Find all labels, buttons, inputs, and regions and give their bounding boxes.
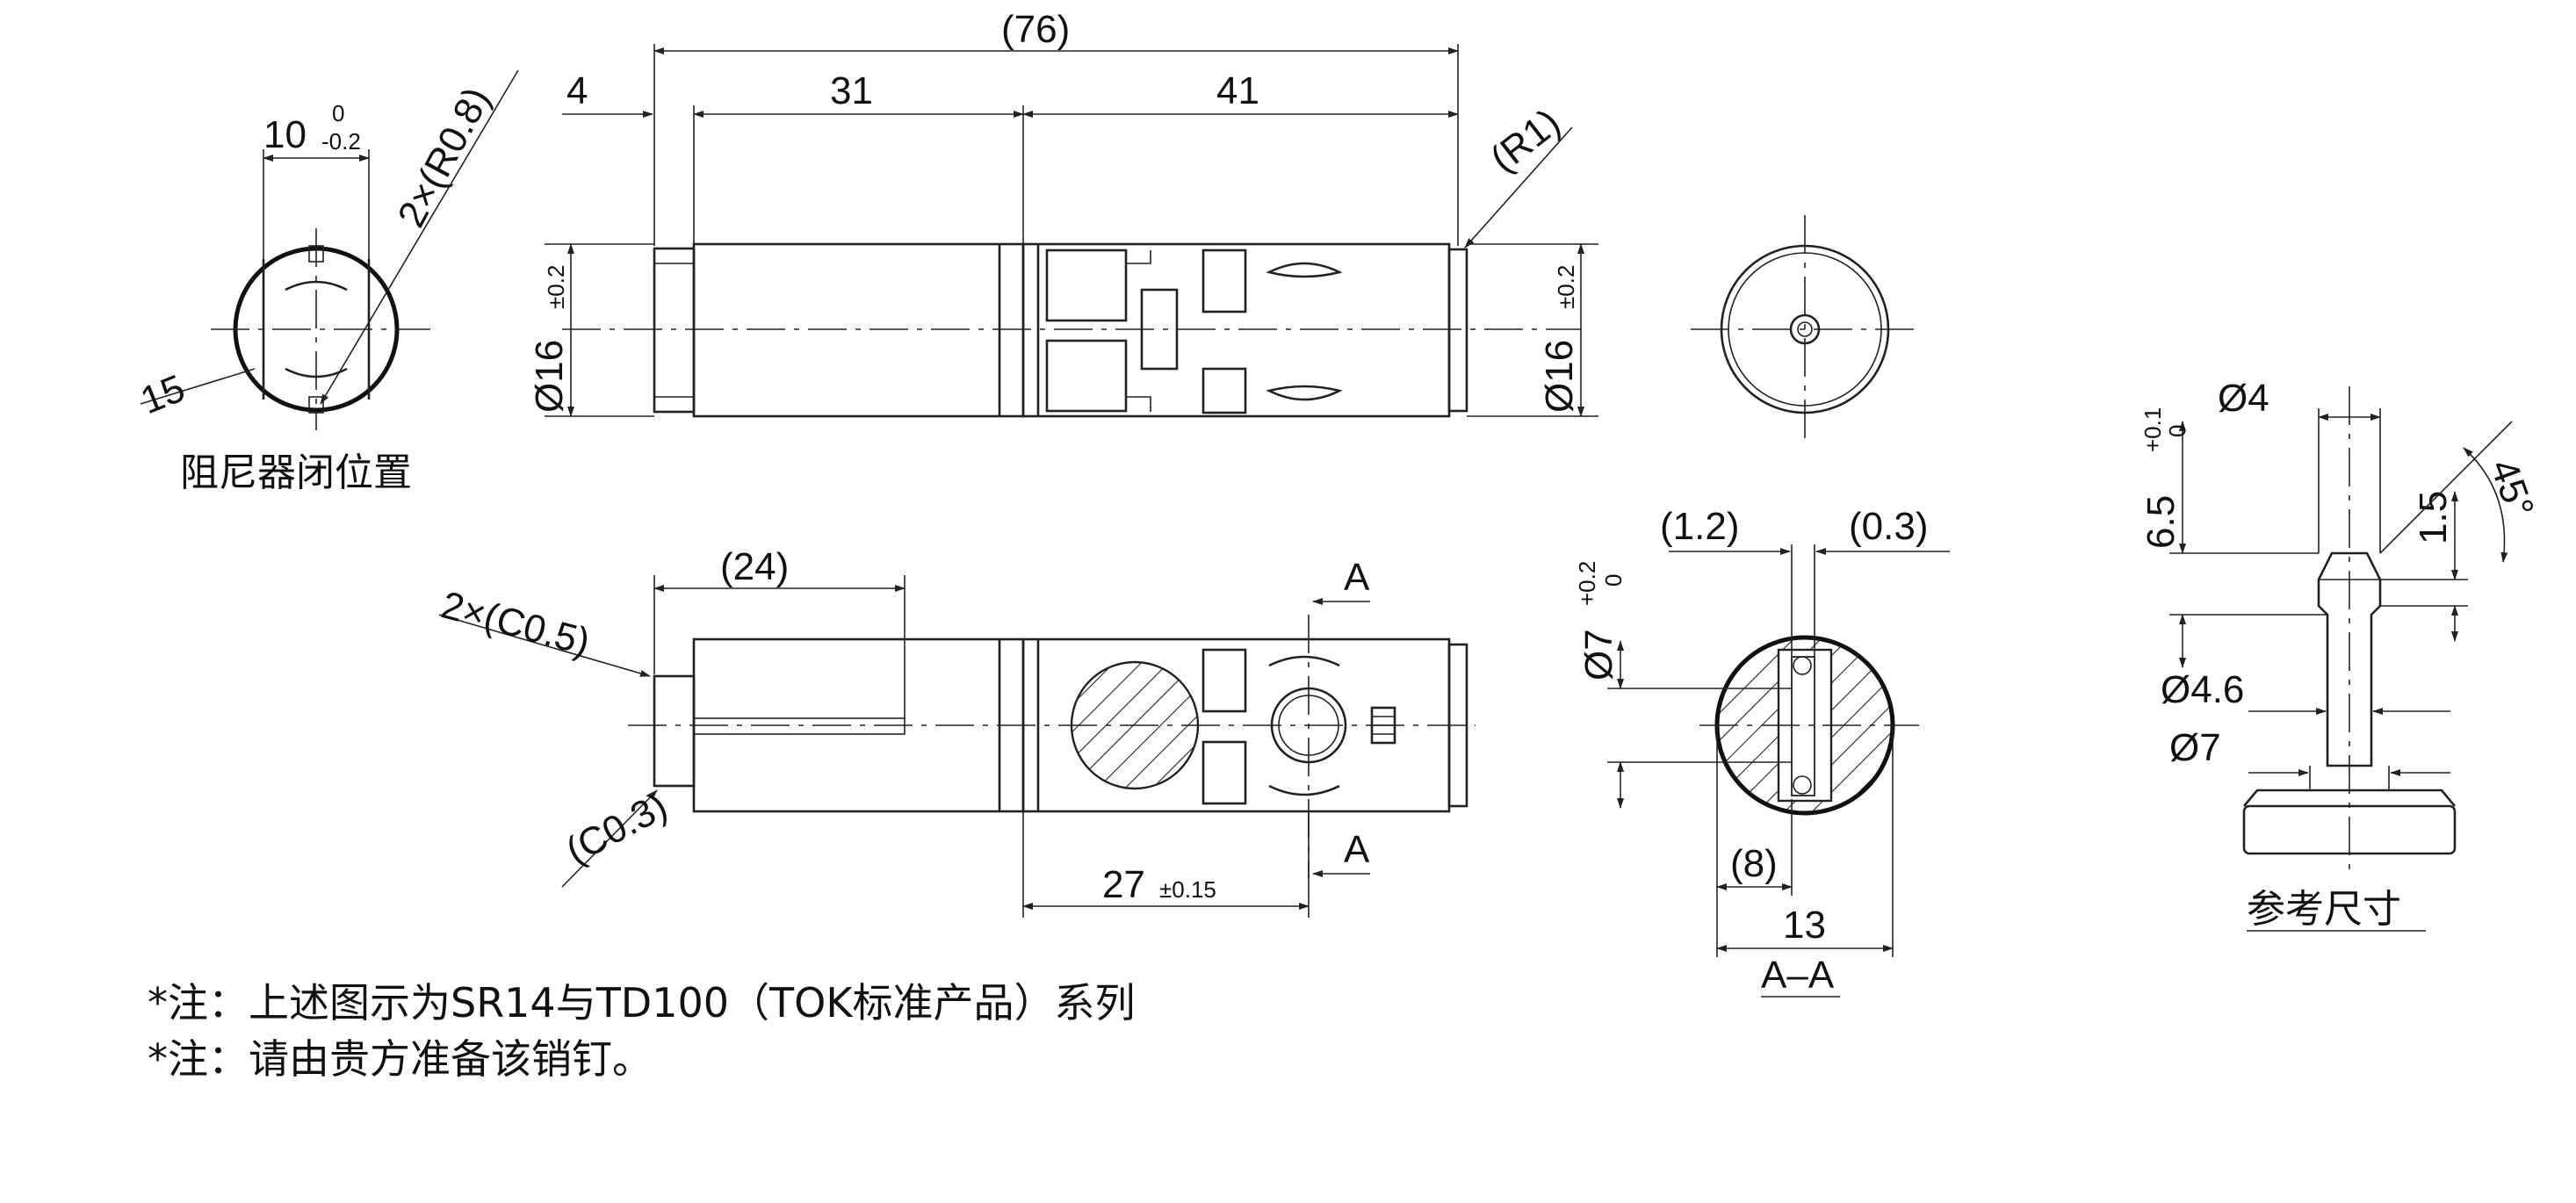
section-mark-top: A xyxy=(1344,556,1370,599)
section-dim-0-3: (0.3) xyxy=(1849,505,1928,548)
bottom-chamfer-bottom: (C0.3) xyxy=(559,784,675,873)
side-dia-right: Ø16 xyxy=(1538,340,1581,413)
notes: *注：上述图示为SR14与TD100（TOK标准产品）系列 *注：请由贵方准备该… xyxy=(148,979,1135,1083)
side-overall-length: (76) xyxy=(1001,8,1070,51)
end-chamfer-label: 2×(R0.8) xyxy=(390,80,499,234)
pin-height-tol-lower: 0 xyxy=(2164,425,2190,437)
end-view-caption: 阻尼器闭位置 xyxy=(180,450,412,495)
pin-dia-7: Ø7 xyxy=(2169,726,2221,769)
section-dim-13: 13 xyxy=(1783,904,1826,947)
note-line-1: *注：上述图示为SR14与TD100（TOK标准产品）系列 xyxy=(148,979,1135,1027)
side-radius-label: (R1) xyxy=(1483,101,1569,181)
section-dim-1-2: (1.2) xyxy=(1660,505,1739,548)
note-line-2: *注：请由贵方准备该销钉。 xyxy=(148,1035,653,1083)
side-seg-right: 41 xyxy=(1216,69,1259,112)
pin-height-6-5: 6.5 xyxy=(2139,495,2183,549)
pin-dia-4-6: Ø4.6 xyxy=(2161,668,2244,711)
bottom-length-27-tol: ±0.15 xyxy=(1159,876,1216,903)
pin-angle-45: 45° xyxy=(2482,454,2543,523)
pin-view: Ø4 6.5 +0.1 0 1.5 45° Ø4.6 Ø7 参考尺寸 xyxy=(2139,377,2542,932)
section-dim-8: (8) xyxy=(1730,842,1778,885)
pin-height-tol-upper: +0.1 xyxy=(2139,407,2166,452)
side-dia-left-tol: ±0.2 xyxy=(543,265,569,309)
side-seg-mid: 31 xyxy=(830,69,873,112)
pin-tip-1-5: 1.5 xyxy=(2412,491,2455,544)
section-a-a: (1.2) (0.3) Ø7 +0.2 0 (8) 13 A–A xyxy=(1574,505,1950,998)
side-dia-left: Ø16 xyxy=(528,340,571,413)
side-dia-right-tol: ±0.2 xyxy=(1553,265,1579,309)
bottom-length-27: 27 xyxy=(1102,863,1145,906)
end-angle-label: 15 xyxy=(134,367,191,423)
section-mark-bottom: A xyxy=(1344,828,1370,871)
end-view: 10 0 -0.2 2×(R0.8) 15 阻尼器闭位置 xyxy=(134,69,519,495)
section-dia-7-tol-upper: +0.2 xyxy=(1574,561,1600,606)
front-end-view xyxy=(1691,215,1919,443)
bottom-view: A A (24) 2×(C0.5) (C0.3) 27 ±0.15 xyxy=(437,545,1476,918)
side-seg-left: 4 xyxy=(566,69,588,112)
pin-caption: 参考尺寸 xyxy=(2247,887,2401,932)
end-width-tol-upper: 0 xyxy=(332,100,344,126)
section-dia-7-tol-lower: 0 xyxy=(1600,574,1627,587)
pin-dia-4: Ø4 xyxy=(2218,377,2269,420)
section-caption: A–A xyxy=(1761,954,1835,997)
end-width-tol-lower: -0.2 xyxy=(321,128,361,155)
end-width-label: 10 xyxy=(263,113,307,156)
side-view: (76) 4 31 41 (R1) Ø16 ±0.2 Ø16 ±0.2 xyxy=(528,8,1598,418)
bottom-chamfer-top: 2×(C0.5) xyxy=(437,583,594,664)
section-dia-7: Ø7 xyxy=(1577,629,1620,681)
bottom-length-24: (24) xyxy=(720,545,789,588)
